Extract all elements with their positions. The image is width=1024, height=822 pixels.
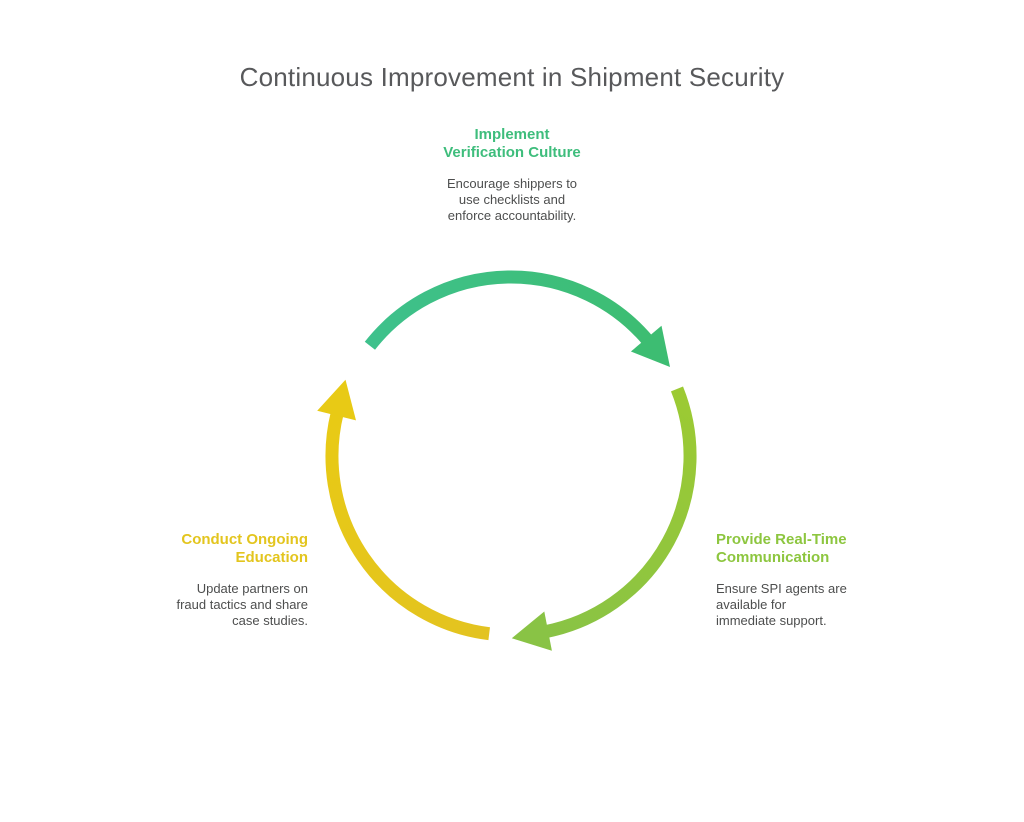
page-title: Continuous Improvement in Shipment Secur… <box>239 62 785 92</box>
cycle-arc-provide-real-time-communication <box>543 386 697 639</box>
step-description: Encourage shippers to use checklists and… <box>446 176 578 223</box>
step-implement-verification-culture: Implement Verification Culture Encourage… <box>397 126 627 224</box>
step-conduct-ongoing-education: Conduct Ongoing Education Update partner… <box>78 531 308 629</box>
step-heading: Provide Real-Time Communication <box>716 531 847 566</box>
step-heading: Implement Verification Culture <box>443 126 581 161</box>
step-provide-real-time-communication: Provide Real-Time Communication Ensure S… <box>716 531 926 629</box>
cycle-arrowhead-provide-real-time-communication <box>511 611 552 651</box>
cycle-arrowhead-implement-verification-culture <box>630 325 670 367</box>
step-heading: Conduct Ongoing Education <box>181 531 308 566</box>
cycle-arc-conduct-ongoing-education <box>325 411 490 641</box>
cycle-arrowhead-conduct-ongoing-education <box>317 379 356 421</box>
step-description: Ensure SPI agents are available for imme… <box>716 581 847 628</box>
step-description: Update partners on fraud tactics and sha… <box>176 581 308 628</box>
cycle-arc-implement-verification-culture <box>364 270 654 350</box>
